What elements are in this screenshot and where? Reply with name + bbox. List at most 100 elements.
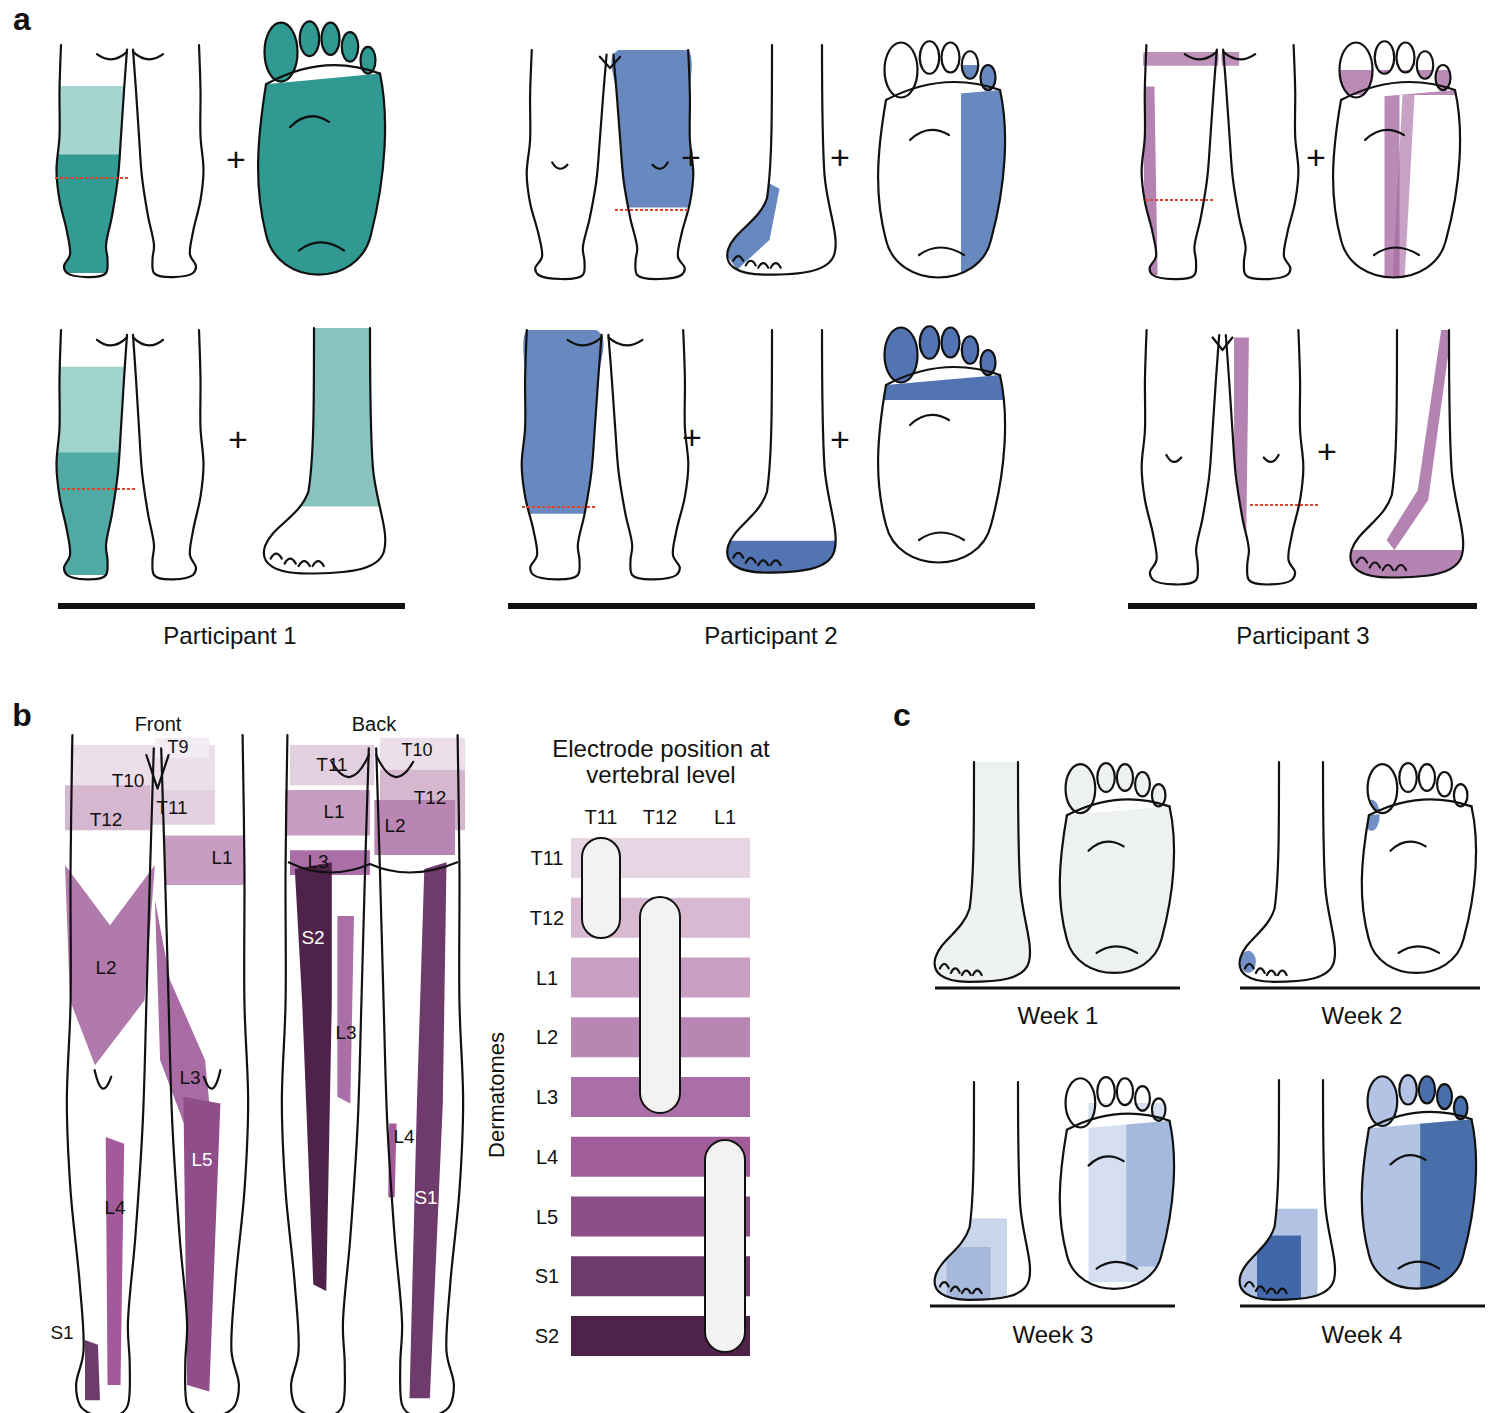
body-outline [1333, 90, 1460, 278]
group-bar [508, 603, 1035, 609]
dermatome-label: T10 [401, 741, 432, 761]
shaded-area [380, 738, 465, 770]
stimulation-level [1250, 504, 1320, 506]
body-outline [1166, 455, 1181, 462]
body-outline [727, 45, 835, 275]
shaded-area [85, 1340, 100, 1400]
body-outline [600, 57, 620, 68]
body-outline [282, 735, 369, 1413]
body-outline [962, 51, 979, 79]
body-outline [942, 43, 960, 73]
sole-figure [1350, 1074, 1485, 1300]
body-outline [1185, 52, 1217, 60]
body-outline [1256, 968, 1265, 972]
plus-sign: + [681, 139, 701, 176]
participant-label: Participant 1 [163, 623, 296, 649]
shaded-area [520, 330, 605, 514]
body-outline [771, 560, 781, 565]
shaded-region [726, 180, 780, 270]
row-label: T12 [530, 907, 564, 929]
shaded-area [106, 1137, 125, 1385]
body-outline [1399, 1075, 1417, 1104]
body-outline [733, 553, 743, 558]
legs-figure [55, 45, 204, 277]
body-outline [919, 248, 964, 256]
week-label: Week 3 [1013, 1322, 1094, 1348]
body-outline [1097, 1077, 1115, 1106]
sole-figure [1320, 41, 1470, 290]
foot-figure [1240, 762, 1335, 982]
body-outline [204, 1070, 221, 1089]
group-bar [935, 987, 1180, 990]
shaded-area [1126, 1116, 1183, 1266]
body-outline [973, 1289, 982, 1293]
shaded-area [947, 1247, 991, 1302]
shaded-region [1235, 1209, 1318, 1302]
body-outline [299, 561, 310, 566]
shaded-region [1345, 330, 1475, 580]
body-outline [758, 263, 768, 268]
body-outline [285, 559, 296, 564]
body-outline [935, 762, 1030, 982]
body-outline [733, 256, 743, 261]
body-outline [942, 328, 960, 358]
shaded-area [150, 790, 215, 825]
week-label: Week 4 [1322, 1322, 1403, 1348]
shaded-region [1048, 762, 1183, 984]
body-outline [1240, 1080, 1335, 1300]
body-outline [146, 755, 168, 789]
body-outline [962, 336, 979, 364]
plus-sign: + [226, 141, 246, 178]
foot-figure [722, 330, 847, 575]
shaded-area [1235, 1209, 1318, 1302]
shaded-area [155, 738, 209, 758]
body-outline [1256, 1286, 1265, 1290]
body-outline [940, 1282, 949, 1286]
body-outline [746, 558, 756, 563]
body-outline [1396, 565, 1406, 570]
sole-figure [1048, 762, 1183, 984]
shaded-area [374, 800, 455, 855]
body-outline [1357, 558, 1367, 563]
body-outline [299, 242, 344, 250]
body-outline [1067, 799, 1170, 815]
shaded-area [183, 1097, 220, 1392]
body-outline [376, 735, 463, 1413]
legs-figure [527, 50, 695, 279]
body-outline [962, 971, 971, 975]
body-outline [568, 337, 602, 345]
dermatome-label: T12 [90, 810, 123, 831]
body-outline [1267, 971, 1276, 975]
stimulation-level [55, 177, 130, 179]
shaded-area [1392, 95, 1415, 290]
body-outline [1089, 842, 1124, 851]
foot-figure [1235, 1080, 1335, 1302]
shaded-area [337, 916, 354, 1104]
body-outline [608, 337, 642, 345]
body-outline [1223, 45, 1298, 279]
week-label: Week 2 [1322, 1003, 1403, 1029]
row-label: L4 [536, 1146, 558, 1168]
plus-sign: + [830, 421, 850, 458]
body-outline [746, 261, 756, 266]
row-label: T11 [531, 847, 564, 869]
body-outline [1213, 338, 1233, 351]
row-label: L3 [536, 1086, 558, 1108]
body-outline [290, 116, 329, 127]
body-outline [1341, 82, 1455, 100]
shaded-region [285, 738, 465, 1399]
row-label: S1 [535, 1265, 559, 1287]
body-outline [1350, 330, 1463, 578]
body-outline [1223, 52, 1255, 60]
shaded-area [726, 180, 780, 270]
legs-figure [65, 735, 248, 1413]
body-outline [97, 337, 127, 345]
body-outline [1362, 806, 1476, 973]
body-outline [133, 330, 204, 579]
body-outline [266, 65, 380, 84]
body-outline [962, 1289, 971, 1293]
shaded-area [65, 865, 155, 1065]
sole-figure [1060, 1077, 1183, 1289]
shaded-area [1234, 338, 1249, 581]
